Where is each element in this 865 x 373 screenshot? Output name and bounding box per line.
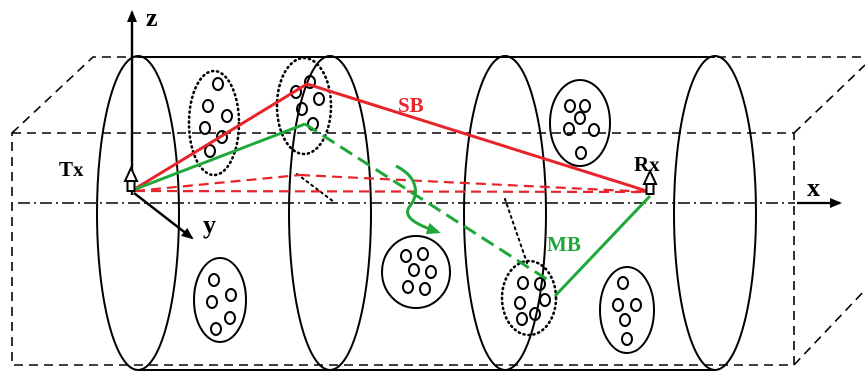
z-axis-label: z [146, 3, 158, 32]
projection-line-upper [296, 173, 335, 203]
box-front-face [11, 132, 795, 366]
rx-label: Rx [634, 152, 660, 176]
dotted-cluster-lower [500, 259, 558, 337]
tx-antenna-icon [123, 165, 139, 192]
dotted-cluster-left [187, 69, 241, 177]
box-right-bottom-edge [793, 289, 865, 366]
dotted-cluster-lower-scatterers [514, 276, 551, 326]
projection-line-lower [504, 198, 528, 264]
dotted-cluster-upper [275, 56, 333, 156]
sb-projection-tx-to-scatterer [134, 173, 301, 193]
x-axis-label: x [807, 173, 820, 202]
bounding-box [11, 56, 865, 366]
multi-bounce-path-tx-segment [132, 122, 306, 192]
cylinder-section-3 [463, 55, 547, 371]
y-axis-arrow [133, 192, 194, 240]
dotted-scatterer-clusters [187, 56, 558, 337]
dotted-cluster-left-scatterers [199, 77, 233, 158]
multi-bounce-path-dashed-segment [304, 122, 549, 282]
scatterer-cluster-middle [381, 235, 451, 309]
scatterer-cluster-upper-right [549, 79, 611, 167]
cylinder-section-2 [288, 55, 372, 371]
mb-label: MB [547, 232, 581, 256]
tunnel-cylinder [96, 55, 757, 371]
single-bounce-path [132, 82, 651, 194]
sb-projection-scatterer-to-rx [299, 173, 651, 194]
cylinder-section-1 [96, 55, 180, 371]
rx-antenna-icon [642, 168, 658, 195]
box-right-top-edge [793, 64, 865, 134]
sb-projection-direct [134, 189, 651, 194]
y-axis-label: y [203, 210, 216, 239]
sb-projection-paths [134, 173, 651, 194]
sb-label: SB [398, 93, 424, 117]
tx-label: Tx [59, 157, 84, 181]
scatterer-clusters [193, 79, 655, 354]
scatterer-cluster-lower-left [193, 257, 247, 343]
multi-bounce-path-rx-segment [553, 194, 652, 298]
scatterer-cluster-lower-right [599, 266, 655, 354]
box-top-edge [11, 56, 865, 134]
cylinder-section-4 [673, 55, 757, 371]
projection-lines [296, 173, 528, 264]
multi-bounce-curved-arrow [395, 164, 441, 235]
